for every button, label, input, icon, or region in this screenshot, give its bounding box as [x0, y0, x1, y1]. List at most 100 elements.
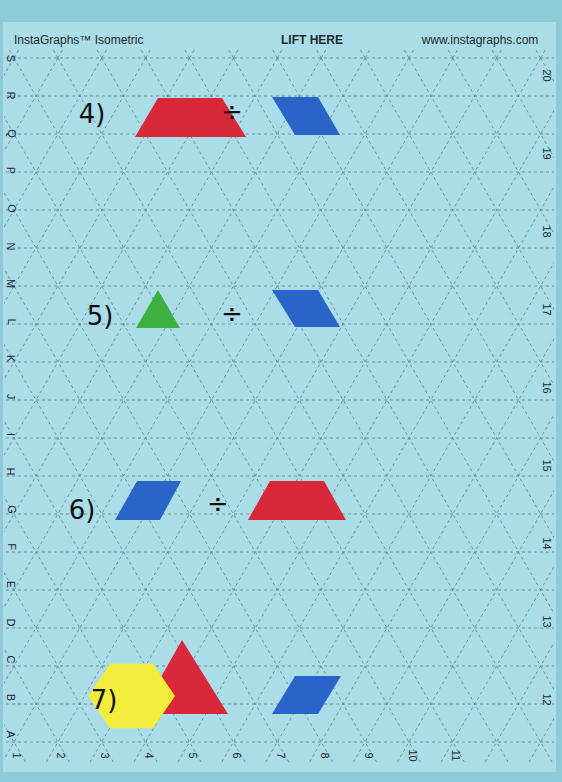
- grid-line: [58, 50, 509, 58]
- web-address: www.instagraphs.com: [422, 34, 539, 46]
- grid-line: [221, 58, 554, 762]
- divide-sign: ÷: [221, 301, 243, 327]
- grid-line: [497, 50, 554, 58]
- grid-line: [453, 58, 554, 762]
- grid-line: [484, 50, 554, 58]
- grid-line: [497, 58, 554, 762]
- row-letter: D: [5, 618, 16, 626]
- row-letter: H: [5, 468, 16, 476]
- grid-line: [4, 628, 554, 629]
- grid-line: [177, 58, 554, 762]
- grid-line: [133, 50, 554, 58]
- page-number: 17: [541, 303, 552, 315]
- grid-line: [4, 96, 554, 97]
- column-number: 9: [363, 752, 374, 758]
- grid-line: [4, 50, 409, 58]
- grid-line: [308, 58, 554, 762]
- grid-line: [221, 50, 554, 58]
- grid-line: [4, 50, 246, 58]
- page-number: 18: [541, 225, 552, 237]
- grid-line: [528, 50, 554, 58]
- grid-line: [233, 58, 554, 762]
- grid-line: [14, 50, 465, 58]
- grid-line: [4, 58, 158, 762]
- grid-line: [4, 58, 102, 762]
- trapezoid-block: [135, 98, 246, 137]
- page-number: 20: [541, 69, 552, 81]
- brand-name: InstaGraphs™ Isometric: [14, 34, 143, 46]
- grid-line: [321, 50, 554, 58]
- column-number: 6: [231, 752, 242, 758]
- grid-line: [177, 50, 554, 58]
- grid-line: [365, 58, 554, 762]
- trapezoid-block: [248, 481, 346, 520]
- row-letter: P: [6, 167, 17, 174]
- row-letter: M: [5, 279, 16, 288]
- row-letter: C: [5, 656, 16, 664]
- problem-number: 4): [79, 101, 106, 127]
- grid-line: [541, 50, 554, 58]
- rhombus-block: [272, 676, 341, 714]
- divide-sign: ÷: [207, 491, 229, 517]
- grid-line: [133, 58, 554, 762]
- rhombus-block: [272, 97, 340, 135]
- grid-line: [89, 50, 540, 58]
- column-number: 8: [319, 752, 330, 758]
- row-letter: O: [6, 204, 17, 213]
- grid-line: [4, 58, 71, 762]
- grid-line: [440, 58, 554, 762]
- grid-line: [89, 58, 540, 762]
- grid-line: [4, 50, 290, 58]
- grid-line: [4, 58, 290, 762]
- row-letter: K: [6, 355, 17, 362]
- column-number: 7: [275, 752, 286, 758]
- grid-line: [102, 58, 553, 762]
- grid-line: [4, 50, 334, 58]
- grid-line: [4, 58, 378, 762]
- grid-line: [4, 50, 190, 58]
- grid-line: [4, 58, 146, 762]
- isometric-grid: [4, 50, 554, 762]
- row-letter: Q: [6, 129, 17, 138]
- grid-line: [352, 50, 554, 58]
- page-number: 15: [541, 459, 552, 471]
- grid-line: [4, 742, 554, 743]
- page-number: 14: [541, 537, 552, 549]
- grid-line: [352, 58, 554, 762]
- grid-line: [4, 50, 102, 58]
- problem-number: 7): [91, 687, 118, 713]
- row-letter: B: [6, 694, 17, 701]
- grid-line: [4, 58, 246, 762]
- grid-line: [4, 210, 554, 211]
- row-letter: J: [6, 394, 17, 400]
- grid-line: [4, 324, 554, 325]
- triangle-block: [136, 290, 180, 328]
- grid-line: [4, 286, 554, 287]
- column-number: 3: [99, 752, 110, 758]
- grid-line: [265, 50, 554, 58]
- grid-line: [4, 58, 554, 59]
- row-letter: N: [5, 242, 16, 250]
- grid-line: [4, 58, 334, 762]
- grid-line: [4, 58, 365, 762]
- row-letter: S: [6, 54, 17, 61]
- grid-line: [4, 50, 453, 58]
- pattern-blocks: [88, 97, 346, 728]
- grid-line: [4, 58, 58, 762]
- grid-line: [4, 50, 202, 58]
- grid-line: [4, 438, 554, 439]
- grid-line: [4, 400, 554, 401]
- grid-line: [440, 50, 554, 58]
- column-number: 4: [143, 752, 154, 758]
- grid-line: [4, 552, 554, 553]
- grid-line: [365, 50, 554, 58]
- lift-note: LIFT HERE: [281, 34, 343, 46]
- row-letter: I: [6, 432, 17, 435]
- column-number: 10: [407, 749, 418, 761]
- grid-line: [4, 58, 190, 762]
- hexagon-block: [88, 664, 175, 729]
- row-letter: R: [5, 92, 16, 100]
- grid-line: [4, 58, 277, 762]
- grid-line: [190, 50, 554, 58]
